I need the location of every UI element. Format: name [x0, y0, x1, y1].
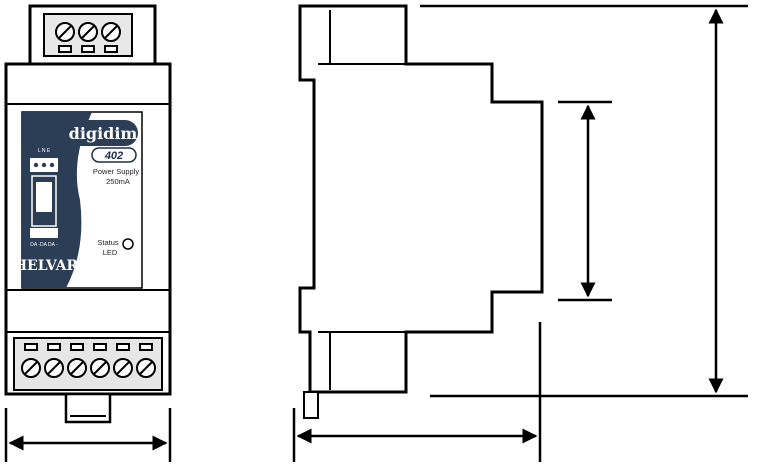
- terminal-bottom-labels: DA -DA DA -: [30, 242, 58, 248]
- label-dark-panel: [22, 112, 92, 288]
- model-number: 402: [104, 150, 123, 162]
- side-din-clip: [303, 391, 319, 419]
- side-depth-dimension: [292, 322, 542, 462]
- screw-terminal-icon: [113, 343, 133, 378]
- din-clip: [64, 392, 112, 424]
- screw-terminal-icon: [44, 343, 64, 378]
- screw-terminal-icon: [78, 22, 98, 53]
- description-line2: 250mA: [106, 177, 130, 186]
- screw-terminal-icon: [136, 343, 156, 378]
- top-terminals: [55, 22, 121, 53]
- inner-height-dimension: [558, 100, 612, 302]
- status-label-line1: Status: [97, 238, 119, 247]
- screw-terminal-icon: [55, 22, 75, 53]
- manufacturer-logo: HELVAR: [14, 258, 79, 274]
- description-line1: Power Supply: [93, 167, 140, 176]
- front-label: digidim 402 Power Supply 250mA L N E DA …: [14, 111, 143, 289]
- model-badge: [91, 147, 137, 163]
- screw-terminal-icon: [90, 343, 110, 378]
- panel-device-outline: [31, 175, 57, 227]
- screw-terminal-icon: [67, 343, 87, 378]
- front-width-dimension: [4, 408, 172, 462]
- status-led-icon: [122, 238, 134, 250]
- brand-badge: [68, 120, 138, 146]
- terminal-top-labels: L N E: [38, 148, 51, 154]
- status-label-line2: LED: [103, 248, 118, 257]
- screw-terminal-icon: [21, 343, 41, 378]
- screw-terminal-icon: [101, 22, 121, 53]
- side-view: [298, 4, 544, 419]
- panel-terminal-bottom: [30, 228, 58, 238]
- brand-logo: digidim: [69, 124, 138, 143]
- overall-height-dimension: [420, 4, 748, 398]
- bottom-terminals: [13, 337, 163, 391]
